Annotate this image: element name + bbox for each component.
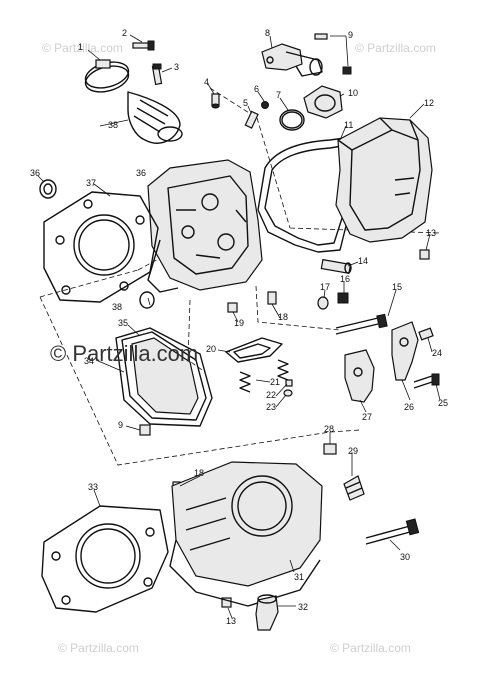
long-bolt-part-15 [335,313,388,335]
callout-24: 24 [432,348,442,358]
fitting-part-29 [343,475,365,501]
leader-lines [37,34,441,619]
callout-29: 29 [348,446,358,456]
callout-18-head: 18 [278,312,288,322]
callout-12: 12 [424,98,434,108]
gasket-part-20 [225,337,283,363]
callout-19: 19 [234,318,244,328]
washer-part-23 [283,389,293,397]
callout-17: 17 [320,282,330,292]
base-gasket-part [41,505,169,613]
callout-2: 2 [122,28,127,38]
nut-part-6 [261,101,269,109]
callout-33: 33 [88,482,98,492]
o-ring-part-7 [279,109,305,131]
callout-23: 23 [266,402,276,412]
watermark-bottom-left: © Partzilla.com [58,641,139,655]
callout-21: 21 [270,377,280,387]
watermark-top-left: © Partzilla.com [42,41,123,55]
callout-13-lower: 13 [226,616,236,626]
callout-30: 30 [400,552,410,562]
long-bolt-part-30 [365,518,420,545]
bolt-part-19 [227,302,238,313]
part-callouts: 1 2 3 4 5 6 7 8 9 10 11 12 13 14 15 16 1… [30,28,448,626]
stud-part-3 [151,63,163,86]
callout-38-seal: 38 [112,302,122,312]
head-gasket-part [43,191,159,303]
watermark-bottom-right: © Partzilla.com [330,641,411,655]
plug-part-5 [244,110,259,129]
callout-37: 37 [86,178,96,188]
callout-31: 31 [294,572,304,582]
callout-35: 35 [118,318,128,328]
elbow-fitting-part [255,594,279,631]
callout-11: 11 [344,120,353,130]
callout-36-left: 36 [30,168,40,178]
callout-34: 34 [84,356,94,366]
bolt-part-2 [132,40,155,51]
dowel-part-4 [211,93,220,109]
callout-20: 20 [206,344,216,354]
bolt-part-24 [418,327,434,341]
gasket-part-35 [115,327,213,427]
bolt-part-13-cover [221,249,430,608]
thermostat-housing-part [261,43,323,77]
callout-25: 25 [438,398,448,408]
callout-15: 15 [392,282,402,292]
rocker-arm-part-26 [391,321,419,381]
callout-16: 16 [340,274,350,284]
callout-18-block: 18 [194,468,204,478]
cylinder-block-part [169,461,323,607]
callout-27: 27 [362,412,372,422]
valve-cover-gasket-part [257,137,363,253]
flange-part-10 [303,85,343,119]
intake-boot-part [127,91,183,144]
callout-8: 8 [265,28,270,38]
stud-part-14 [320,258,352,275]
callout-9-lower: 9 [118,420,123,430]
seal-part-36 [39,179,155,309]
bolt-part-25 [413,373,440,389]
spring-part-21 [239,359,289,393]
watermark-top-right: © Partzilla.com [355,41,436,55]
callout-28: 28 [324,424,334,434]
callout-5: 5 [243,98,248,108]
watermark-main: © Partzilla.com [50,341,198,366]
callout-9-top: 9 [348,30,353,40]
washer-part-17 [317,296,329,310]
bolt-part-9-lower [139,424,151,436]
hose-clamp-part [84,59,130,93]
nut-part-16 [337,292,349,304]
side-cover-part [121,331,207,421]
bolt-part-9-top [314,33,352,75]
callout-7: 7 [276,90,281,100]
callout-32: 32 [298,602,308,612]
callout-3: 3 [174,62,179,72]
callout-26: 26 [404,402,414,412]
callout-10: 10 [348,88,358,98]
valve-cover-part [335,117,433,243]
dowel-part-28 [323,443,337,455]
callout-13-cover: 13 [426,228,436,238]
callout-38: 38 [108,120,118,130]
callout-14: 14 [358,256,368,266]
rocker-arm-part-27 [344,349,375,403]
callout-4: 4 [204,77,209,87]
callout-36-right: 36 [136,168,146,178]
callout-6: 6 [254,84,259,94]
pin-part-22 [285,379,293,387]
callout-22: 22 [266,390,276,400]
callout-1: 1 [78,42,83,52]
cylinder-head-part [147,159,263,293]
